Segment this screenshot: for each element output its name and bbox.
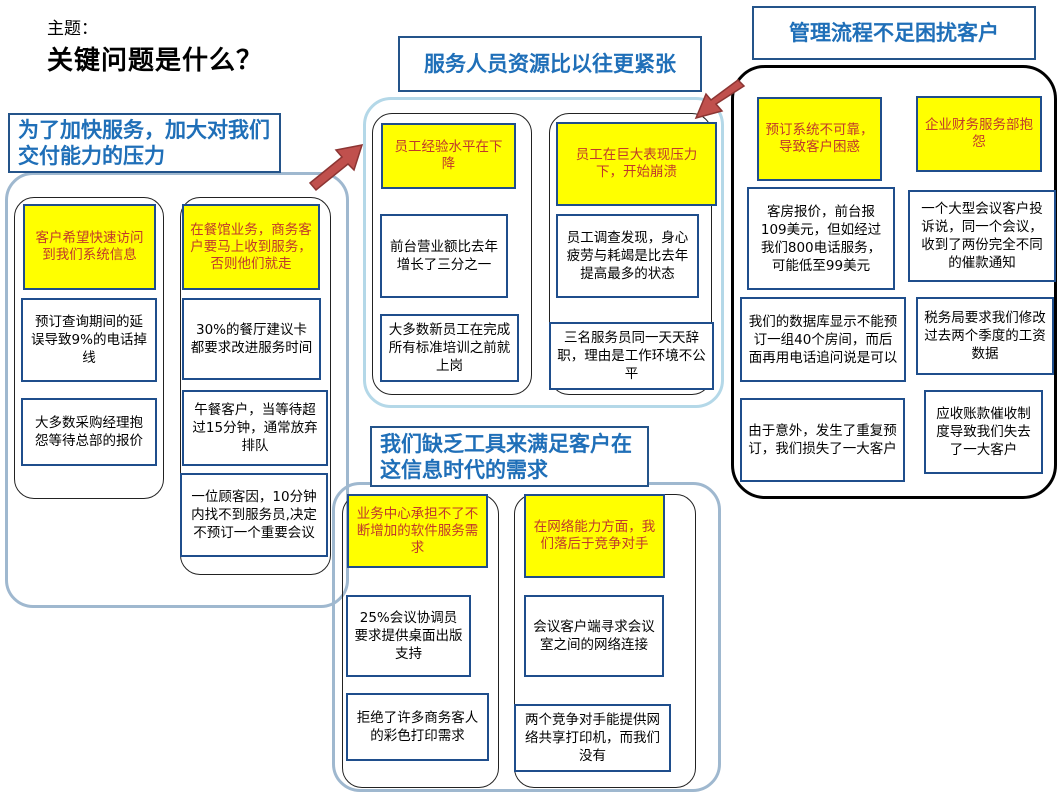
group-process [731,65,1057,499]
tools-item-1-2: 拒绝了许多商务客人的彩色打印需求 [346,693,489,761]
staff-header-2: 员工在巨大表现压力下，开始崩溃 [556,122,717,206]
process-header-1: 预订系统不可靠，导致客户困惑 [757,97,882,181]
arrow-left-down-icon [694,79,746,120]
staff-title-text: 服务人员资源比以往更紧张 [424,52,676,76]
process-title: 管理流程不足困扰客户 [752,6,1036,60]
speed-column-2 [180,197,331,575]
staff-column-2 [549,113,712,395]
tools-title-text: 我们缺乏工具来满足客户在这信息时代的需求 [380,431,632,482]
process-item-2-1: 一个大型会议客户投诉说，同一个会议，收到了两份完全不同的催款通知 [908,190,1056,282]
staff-item-1-1: 前台营业额比去年增长了三分之一 [380,214,508,298]
staff-title: 服务人员资源比以往更紧张 [398,36,702,92]
tools-item-2-2: 两个竞争对手能提供网络共享打印机，而我们没有 [514,704,671,772]
process-header-2: 企业财务服务部抱怨 [916,96,1042,172]
process-item-2-3: 应收账款催收制度导致我们失去了一大客户 [924,390,1043,474]
process-item-1-2: 我们的数据库显示不能预订一组40个房间，而后面再用电话追问说是可以 [740,297,906,382]
staff-item-2-2: 三名服务员同一天天辞职，理由是工作环境不公平 [549,322,714,390]
speed-title: 为了加快服务，加大对我们交付能力的压力 [8,113,281,173]
speed-item-2-3: 一位顾客因，10分钟内找不到服务员,决定不预订一个重要会议 [180,473,328,557]
speed-item-1-2: 大多数采购经理抱怨等待总部的报价 [21,398,157,466]
topic-question: 关键问题是什么？ [47,46,264,76]
group-staff [363,97,724,408]
process-item-1-1: 客房报价，前台报109美元，但如经过我们800电话服务，可能低至99美元 [747,187,895,290]
speed-item-2-2: 午餐客户，当等待超过15分钟，通常放弃排队 [182,390,328,466]
tools-item-2-1: 会议客户端寻求会议室之间的网络连接 [524,595,664,677]
topic-label: 主题： [47,19,98,39]
process-title-text: 管理流程不足困扰客户 [789,21,999,45]
staff-item-1-2: 大多数新员工在完成所有标准培训之前就上岗 [380,314,519,382]
tools-item-1-1: 25%会议协调员要求提供桌面出版支持 [346,595,471,677]
tools-header-2: 在网络能力方面，我们落后于竞争对手 [524,494,665,578]
arrow-right-up-icon [308,144,364,192]
group-speed [5,172,349,608]
speed-header-2: 在餐馆业务，商务客户要马上收到服务，否则他们就走 [182,204,320,290]
tools-header-1: 业务中心承担不了不断增加的软件服务需求 [347,494,488,568]
speed-item-1-1: 预订查询期间的延误导致9%的电话掉线 [21,298,157,382]
speed-title-text: 为了加快服务，加大对我们交付能力的压力 [18,118,270,168]
staff-item-2-1: 员工调查发现，身心疲劳与耗竭是比去年提高最多的状态 [556,214,699,298]
tools-title: 我们缺乏工具来满足客户在这信息时代的需求 [370,426,649,487]
speed-header-1: 客户希望快速访问到我们系统信息 [23,204,156,290]
process-item-1-3: 由于意外，发生了重复预订，我们损失了一大客户 [740,398,905,482]
speed-column-1 [14,197,164,499]
staff-header-1: 员工经验水平在下降 [381,123,516,189]
process-item-2-2: 税务局要求我们修改过去两个季度的工资数据 [916,297,1054,375]
staff-column-1 [372,113,532,395]
speed-item-2-1: 30%的餐厅建议卡都要求改进服务时间 [182,298,321,380]
